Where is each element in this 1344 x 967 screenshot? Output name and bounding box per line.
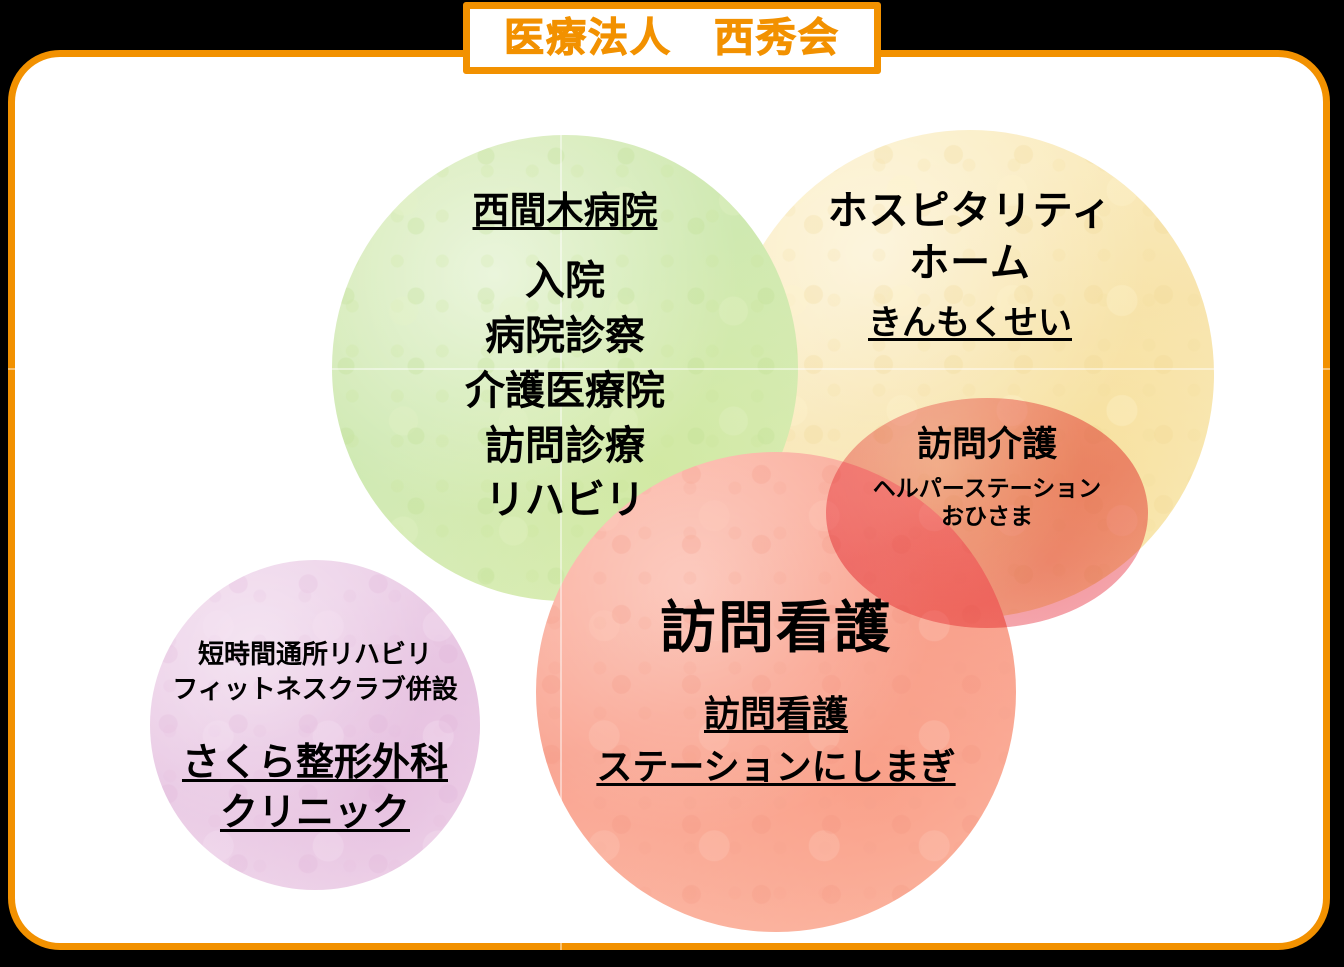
sakura-clinic-name-line2: クリニック <box>219 789 410 834</box>
watercolor-texture <box>150 560 480 890</box>
hospitality-home-text-group: ホスピタリティ ホーム きんもくせい <box>760 185 1180 344</box>
ellipse-home-care <box>826 398 1148 628</box>
hospital-service-item: 介護医療院 <box>465 367 665 414</box>
circle-sakura-clinic <box>150 560 480 890</box>
sakura-clinic-note-line1: 短時間通所リハビリ <box>197 640 432 670</box>
home-care-text-group: 訪問介護 ヘルパーステーション おひさま <box>826 424 1148 532</box>
hospital-text-group: 西間木病院 入院 病院診察 介護医療院 訪問診療 リハビリ <box>332 188 798 531</box>
hospital-service-list: 入院 病院診察 介護医療院 訪問診療 リハビリ <box>332 257 798 525</box>
sakura-clinic-name: さくら整形外科 クリニック <box>140 738 490 837</box>
visiting-nursing-name-line2: ステーションにしまぎ <box>596 746 956 788</box>
sakura-clinic-name-line1: さくら整形外科 <box>181 740 448 785</box>
visiting-nursing-text-group: 訪問看護 訪問看護 ステーションにしまぎ <box>536 595 1016 794</box>
home-care-subtitle-line2: おひさま <box>941 504 1033 531</box>
hospital-service-item: 入院 <box>525 258 605 305</box>
page-title: 医療法人 西秀会 <box>504 15 840 61</box>
hospitality-home-heading-line1: ホスピタリティ <box>827 188 1113 234</box>
home-care-subtitle: ヘルパーステーション おひさま <box>826 475 1148 533</box>
sakura-clinic-note-line2: フィットネスクラブ併設 <box>172 675 458 706</box>
visiting-nursing-name-line1: 訪問看護 <box>703 694 848 736</box>
organization-title-box: 医療法人 西秀会 <box>463 2 881 74</box>
hospitality-home-name: きんもくせい <box>868 303 1072 343</box>
hospital-service-item: リハビリ <box>485 477 645 524</box>
visiting-nursing-heading: 訪問看護 <box>660 596 892 661</box>
hospitality-home-heading-line2: ホーム <box>909 240 1031 286</box>
sakura-clinic-text-group: 短時間通所リハビリ フィットネスクラブ併設 さくら整形外科 クリニック <box>140 638 490 837</box>
hospitality-home-heading: ホスピタリティ ホーム <box>760 185 1180 289</box>
sakura-clinic-note: 短時間通所リハビリ フィットネスクラブ併設 <box>140 638 490 708</box>
hospital-service-item: 病院診察 <box>485 312 645 359</box>
home-care-subtitle-line1: ヘルパーステーション <box>872 475 1102 502</box>
hospital-service-item: 訪問診療 <box>485 422 645 469</box>
hospital-heading: 西間木病院 <box>472 189 658 232</box>
visiting-nursing-name: 訪問看護 ステーションにしまぎ <box>536 689 1016 793</box>
home-care-heading: 訪問介護 <box>916 425 1057 465</box>
